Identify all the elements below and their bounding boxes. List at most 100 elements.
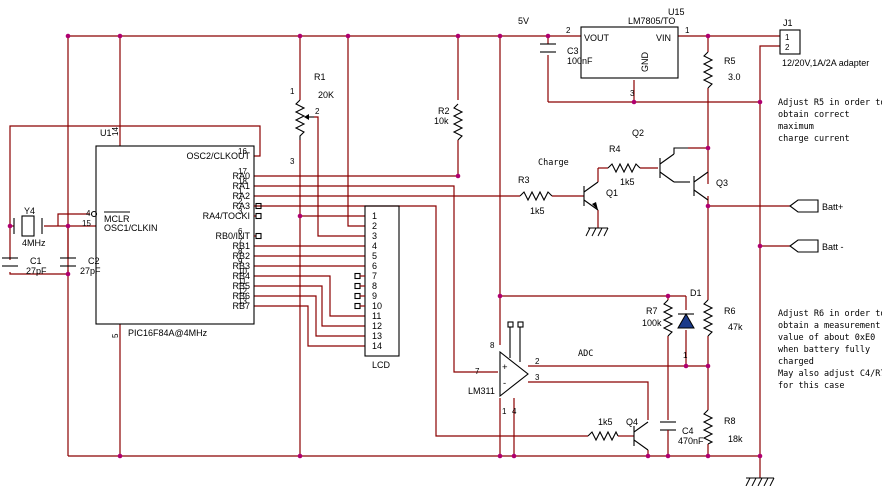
r6-ref: R6 (724, 306, 736, 316)
lm311-pin1: 1 (502, 407, 507, 416)
r7-value: 100k (642, 318, 662, 328)
r4-ref: R4 (609, 144, 621, 154)
r4-value: 1k5 (620, 177, 635, 187)
r6-note-line-5: charged (778, 357, 814, 367)
junction-dot (631, 99, 637, 105)
junction-dot (297, 453, 303, 459)
r5-note-line-2: obtain correct (778, 110, 850, 120)
junction-dot (117, 453, 123, 459)
junction-dot (65, 271, 71, 277)
j1-pin1: 1 (785, 33, 790, 42)
u1-left-pin-2-num: 15 (82, 219, 91, 228)
u1-right-pin-1-num: 16 (238, 147, 247, 156)
u1-right-pin-3-name: RA1 (232, 181, 250, 191)
u15-pin2: 2 (566, 26, 571, 35)
lm311-pin3: 3 (535, 373, 540, 382)
u1-pin-top: 14 (111, 127, 120, 136)
lm311-pin8: 8 (490, 341, 495, 350)
u1-right-pin-5-num: 2 (238, 197, 243, 206)
lm311-ref: LM311 (468, 386, 495, 396)
c4-ref: C4 (682, 426, 694, 436)
u1-right-pin-7-num: 6 (238, 227, 243, 236)
q3-transistor: Q3 (693, 171, 728, 201)
r6-note-line-4: when battery fully (778, 345, 870, 355)
c1-capacitor: C1 27pF (2, 256, 47, 276)
lcd-ref: LCD (372, 360, 391, 370)
ra4-nc-stub (255, 212, 262, 220)
u1-right-pin-2-name: RA0 (232, 171, 250, 181)
junction-dot (497, 453, 503, 459)
lcd-pin-14: 14 (372, 341, 382, 351)
u1-right-pin-11-num: 10 (238, 267, 247, 276)
u1-right-pin-12-name: RB5 (232, 281, 250, 291)
u1-part: PIC16F84A@4MHz (128, 328, 208, 338)
r5-ref: R5 (724, 56, 736, 66)
r2-resistor: R2 10k (434, 103, 464, 141)
lcd-pin-2: 2 (372, 221, 377, 231)
r6-note-line-3: value of about 0xE0 (778, 333, 875, 343)
j1-ref: J1 (783, 18, 793, 28)
r6-resistor: R6 47k (702, 299, 743, 337)
u15-vin: VIN (656, 33, 671, 43)
r8-ref: R8 (724, 416, 736, 426)
r1-potentiometer: R1 20K 1 2 3 (290, 72, 334, 166)
u1-right-pin-2-num: 17 (238, 167, 247, 176)
c2-value: 27pF (80, 266, 101, 276)
junction-dot (455, 33, 461, 39)
u15-gnd: GND (640, 52, 650, 73)
r5-note: Adjust R5 in order to obtain correct max… (778, 98, 882, 144)
adc-label: ADC (578, 349, 593, 359)
u1-right-pin-9-num: 8 (238, 247, 243, 256)
batt-minus-connector: Batt - (789, 239, 844, 253)
r5-resistor: R5 3.0 (702, 51, 741, 89)
r5-note-line-3: maximum (778, 122, 814, 132)
u1-right-pin-4-name: RA2 (232, 191, 250, 201)
lcd-pin-5: 5 (372, 251, 377, 261)
lcd-pin-10: 10 (372, 301, 382, 311)
junction-dot (497, 293, 503, 299)
r9-value: 1k5 (598, 417, 613, 427)
c3-value: 100nF (567, 56, 593, 66)
u15-regulator: U15 LM7805/TO VOUT VIN GND 2 1 3 (566, 7, 690, 98)
r6-note: Adjust R6 in order to obtain a measureme… (778, 309, 882, 391)
c2-capacitor: C2 27pF (60, 256, 101, 276)
u15-pin3: 3 (630, 89, 635, 98)
lcd-nc-pin-9 (354, 292, 361, 300)
lcd-nc-pin-8 (354, 282, 361, 290)
r3-resistor: R3 1k5 (518, 175, 553, 216)
r8-value: 18k (728, 434, 743, 444)
u1-right-pin-8-name: RB1 (232, 241, 250, 251)
junction-dot (705, 33, 711, 39)
r6-note-line-7: for this case (778, 381, 845, 391)
q4-transistor: Q4 (626, 417, 649, 451)
ra3-nc-stub (255, 202, 262, 210)
q4-ref: Q4 (626, 417, 638, 427)
u15-part: LM7805/TO (628, 16, 675, 26)
d1-diode: D1 1 (677, 288, 702, 360)
junction-dot (665, 453, 671, 459)
u1-right-pin-6-name: RA4/TOCKI (203, 211, 250, 221)
u1-right-pin-1-name: OSC2/CLKOUT (186, 151, 250, 161)
lcd-pin-12: 12 (372, 321, 382, 331)
u1-right-pin-4-num: 1 (238, 187, 243, 196)
lcd-pin-8: 8 (372, 281, 377, 291)
lcd-nc-pin-10 (354, 302, 361, 310)
batt-plus-connector: Batt+ (789, 199, 843, 213)
lcd-nc-pin-7 (354, 272, 361, 280)
j1-connector: J1 1 2 12/20V,1A/2A adapter (779, 18, 869, 68)
r1-pin3: 3 (290, 157, 295, 166)
lcd-pin-13: 13 (372, 331, 382, 341)
junction-dot (297, 33, 303, 39)
y4-crystal: Y4 4MHz (13, 206, 46, 248)
u1-right-pin-7-name: RB0/INT (215, 231, 250, 241)
r2-value: 10k (434, 116, 449, 126)
y4-value: 4MHz (22, 238, 46, 248)
r6-note-line-2: obtain a measurement (778, 321, 880, 331)
r1-ref: R1 (314, 72, 326, 82)
junction-dot (683, 363, 689, 369)
r1-value: 20K (318, 90, 334, 100)
wires (9, 35, 790, 478)
u1-right-pin-5-name: RA3 (232, 201, 250, 211)
junction-dot (65, 223, 71, 229)
